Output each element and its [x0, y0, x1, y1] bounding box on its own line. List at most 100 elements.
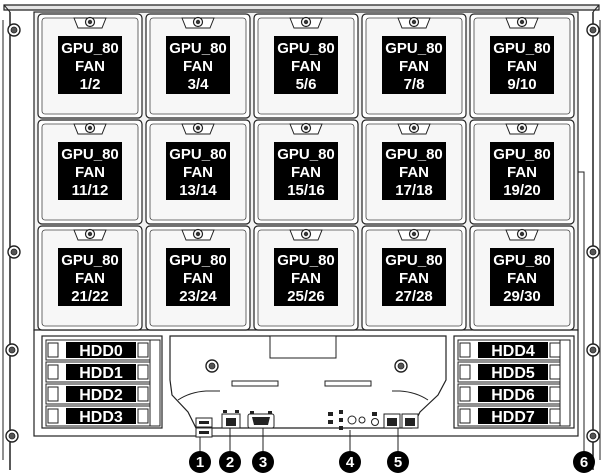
fan-label-line3: 23/24 [179, 288, 217, 305]
hdd-slot[interactable]: HDD7 [457, 405, 563, 427]
fan-label-line3: 15/16 [287, 182, 325, 199]
vga-port [247, 411, 275, 429]
fan-label-line1: GPU_80 [277, 146, 335, 163]
fan-label-line1: GPU_80 [169, 40, 227, 57]
fan-label-line2: FAN [291, 270, 321, 287]
callout-badge: 1 [189, 451, 211, 473]
fan-label-plate [166, 142, 230, 200]
fan-label-plate [490, 248, 554, 306]
fan-label-line1: GPU_80 [277, 252, 335, 269]
hdd-slot[interactable]: HDD0 [45, 339, 151, 361]
fan-label-line2: FAN [291, 58, 321, 75]
fan-label-line2: FAN [507, 58, 537, 75]
hdd-slot[interactable]: HDD5 [457, 361, 563, 383]
fan-label-plate [382, 36, 446, 94]
fan-label-line2: FAN [75, 164, 105, 181]
fan-label-line1: GPU_80 [61, 146, 119, 163]
hdd-label: HDD4 [491, 343, 535, 360]
callout-badges: 1 2 3 4 5 6 [189, 451, 595, 473]
fan-label-line3: 29/30 [503, 288, 541, 305]
callout-badge: 4 [339, 451, 361, 473]
fan-label-line2: FAN [75, 58, 105, 75]
fan-label-line2: FAN [291, 164, 321, 181]
callout-leaders [199, 330, 585, 453]
hdd-label: HDD2 [79, 387, 123, 404]
fan-label-line3: 25/26 [287, 288, 325, 305]
hdd-slot[interactable]: HDD2 [45, 383, 151, 405]
fan-label-line3: 13/14 [179, 182, 217, 199]
fan-label-line1: GPU_80 [169, 252, 227, 269]
fan-label-plate [382, 248, 446, 306]
fan-label-plate [274, 248, 338, 306]
callout-number: 5 [394, 454, 402, 471]
fan-label-line3: 11/12 [72, 182, 109, 199]
fan-label-line2: FAN [399, 270, 429, 287]
fan-label-plate [274, 142, 338, 200]
fan-label-plate [382, 142, 446, 200]
fan-label-plate [490, 142, 554, 200]
fan-label-line1: GPU_80 [169, 146, 227, 163]
fan-label-line2: FAN [183, 270, 213, 287]
callout-number: 3 [259, 454, 267, 471]
hdd-slot[interactable]: HDD6 [457, 383, 563, 405]
fan-label-line1: GPU_80 [493, 252, 551, 269]
fan-label-line3: 3/4 [188, 76, 210, 93]
io-panel [169, 335, 447, 438]
hdd-label: HDD6 [491, 387, 535, 404]
callout-number: 6 [580, 454, 588, 471]
fan-label-line3: 27/28 [395, 288, 433, 305]
hdd-label: HDD0 [79, 343, 123, 360]
fan-label-plate [166, 248, 230, 306]
fan-label-plate [58, 36, 122, 94]
fan-label-plate [58, 248, 122, 306]
callout-badge: 2 [219, 451, 241, 473]
management-lan-port [221, 410, 241, 429]
fan-label-plate [58, 142, 122, 200]
callout-number: 1 [196, 454, 204, 471]
callout-number: 2 [226, 454, 234, 471]
fan-label-line1: GPU_80 [493, 40, 551, 57]
callout-badge: 3 [252, 451, 274, 473]
fan-label-line3: 1/2 [80, 76, 101, 93]
hdd-label: HDD5 [491, 365, 535, 382]
fan-module-grid: GPU_80FAN1/2GPU_80FAN3/4GPU_80FAN5/6GPU_… [37, 13, 575, 331]
fan-label-line2: FAN [507, 270, 537, 287]
fan-label-line2: FAN [507, 164, 537, 181]
fan-label-line3: 7/8 [404, 76, 425, 93]
fan-label-line3: 21/22 [71, 288, 109, 305]
fan-label-line2: FAN [399, 164, 429, 181]
fan-label-line2: FAN [183, 164, 213, 181]
fan-label-line3: 9/10 [507, 76, 536, 93]
fan-label-plate [166, 36, 230, 94]
fan-label-line2: FAN [399, 58, 429, 75]
fan-label-line3: 19/20 [503, 182, 541, 199]
fan-label-line2: FAN [183, 58, 213, 75]
fan-label-line1: GPU_80 [385, 252, 443, 269]
hdd-slot[interactable]: HDD3 [45, 405, 151, 427]
callout-badge: 6 [573, 451, 595, 473]
fan-label-line1: GPU_80 [61, 40, 119, 57]
hdd-slot[interactable]: HDD4 [457, 339, 563, 361]
fan-label-plate [490, 36, 554, 94]
fan-label-line2: FAN [75, 270, 105, 287]
hdd-slot[interactable]: HDD1 [45, 361, 151, 383]
fan-label-line1: GPU_80 [385, 40, 443, 57]
callout-badge: 5 [387, 451, 409, 473]
fan-label-line3: 17/18 [395, 182, 433, 199]
